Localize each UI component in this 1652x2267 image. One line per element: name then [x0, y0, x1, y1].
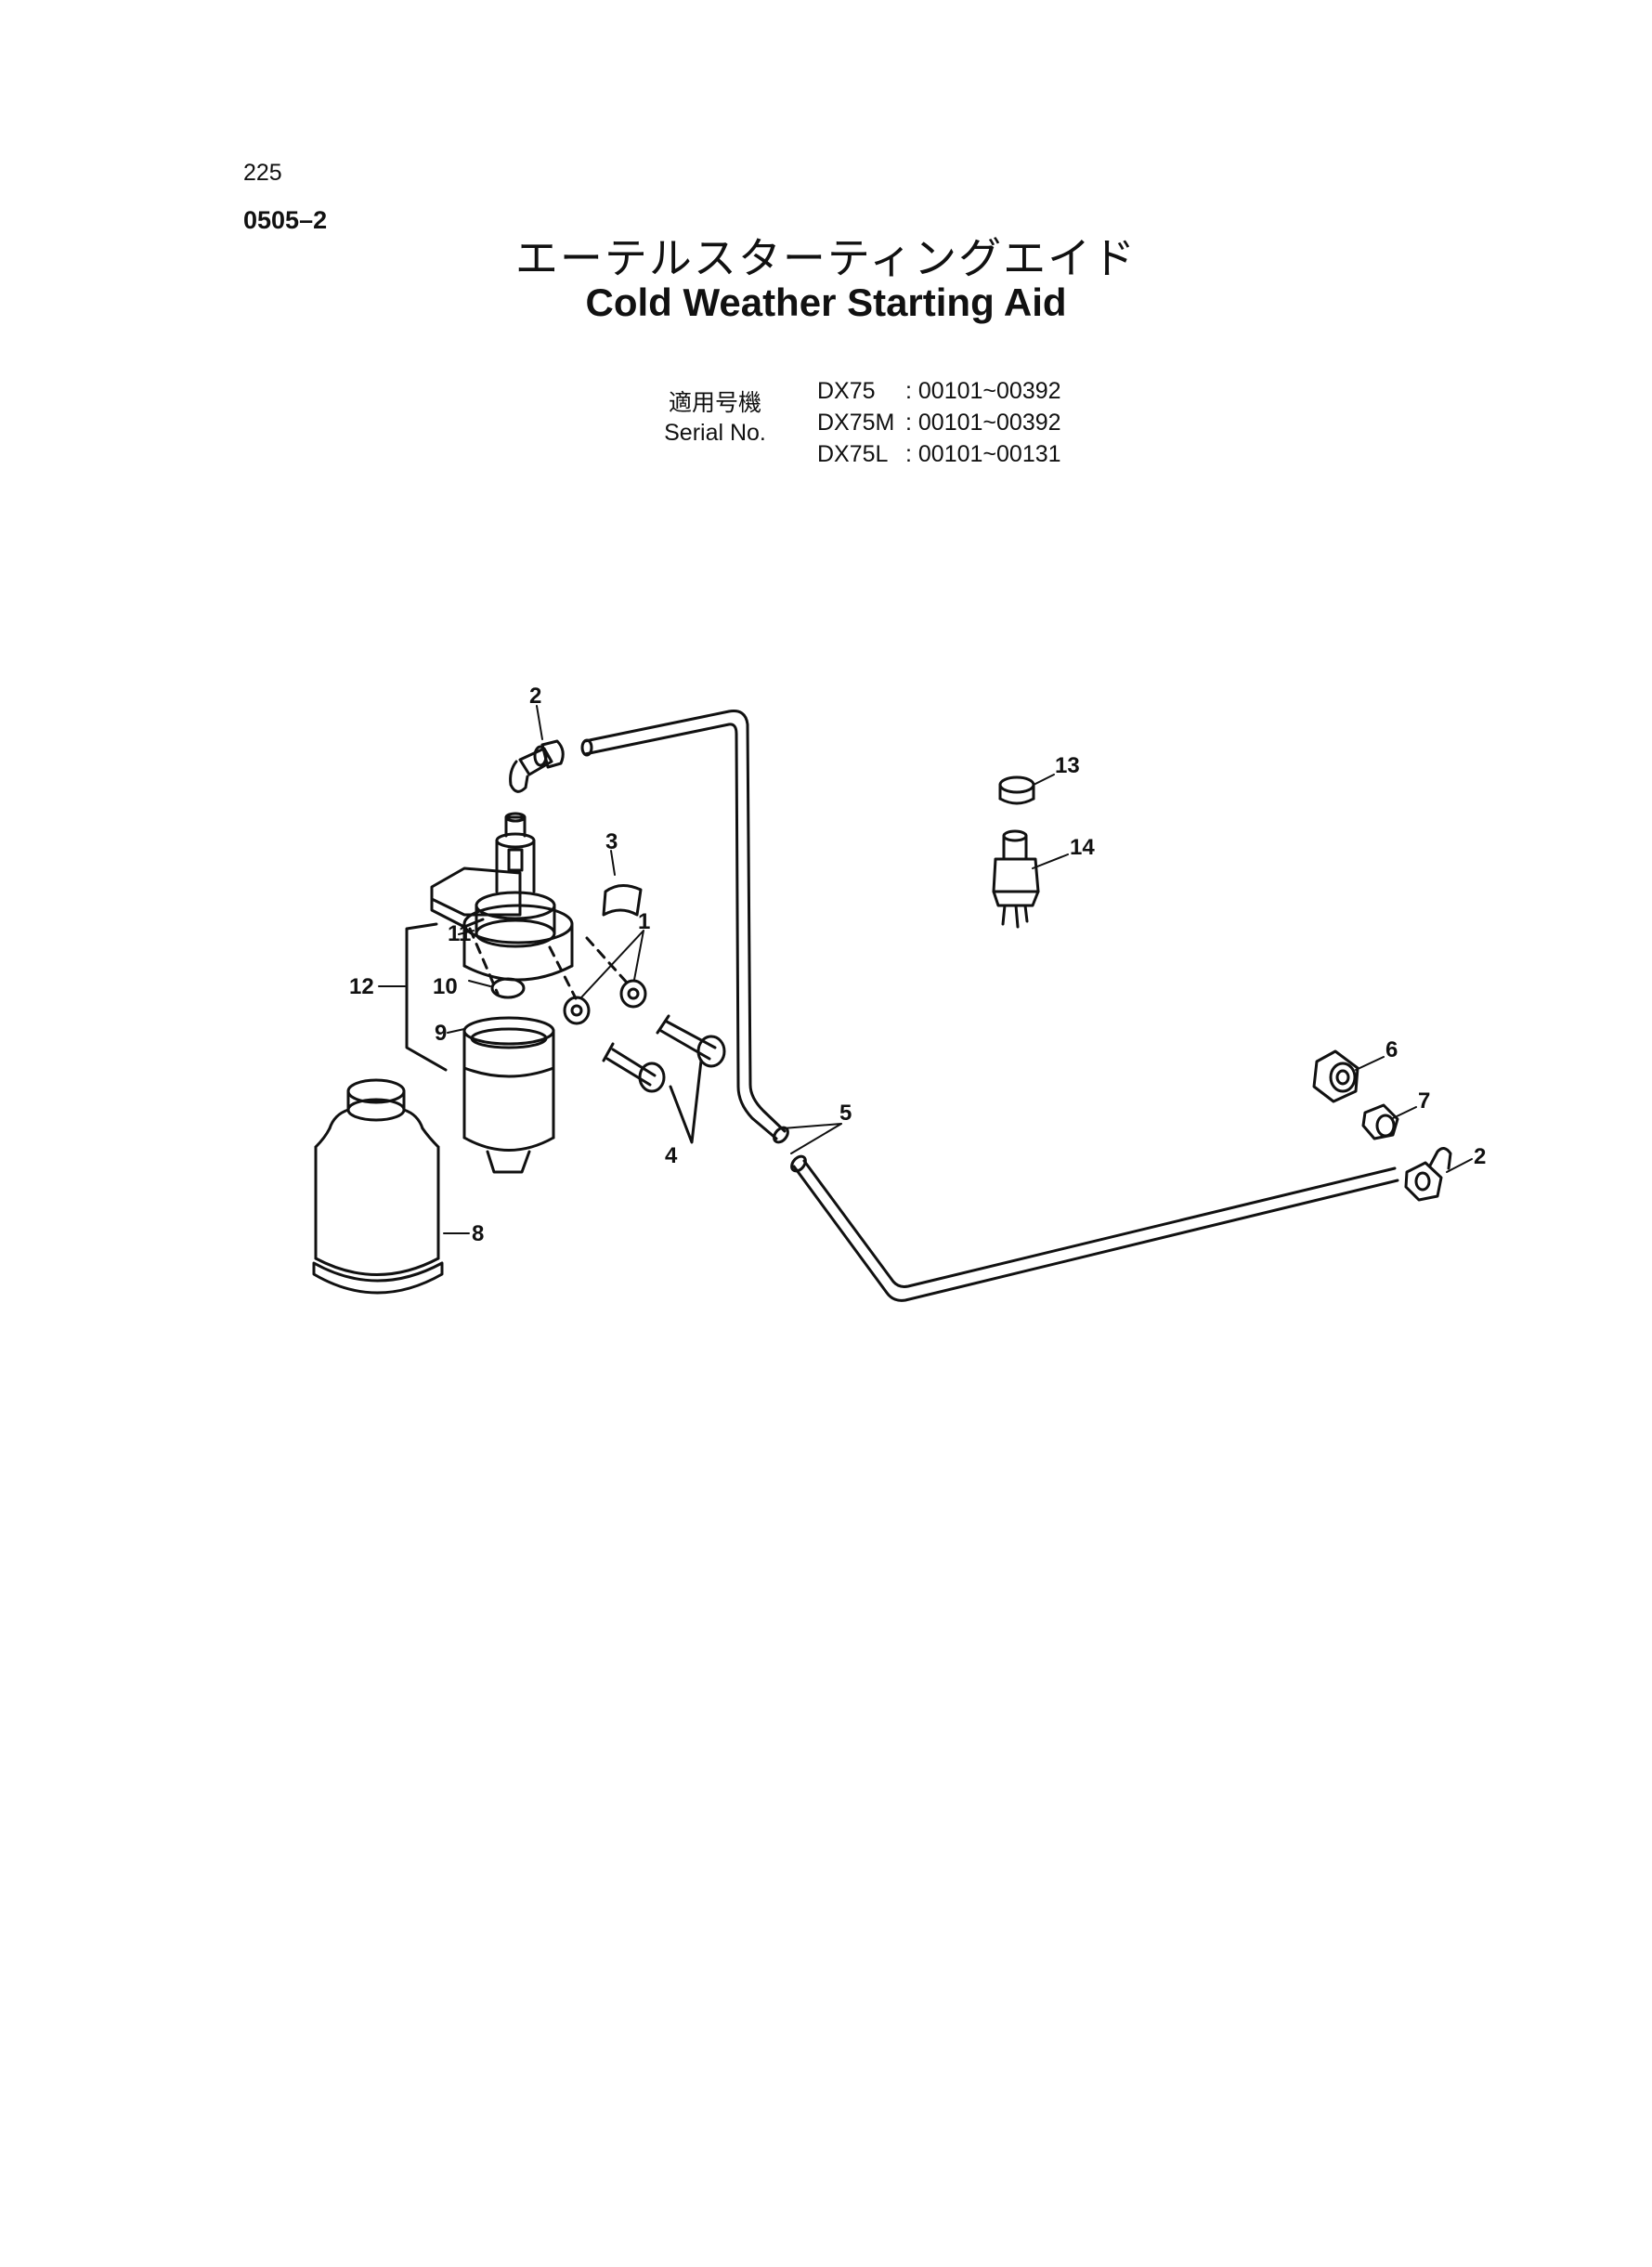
- section-code: 0505–2: [243, 206, 328, 234]
- callout-10: 10: [433, 974, 458, 999]
- elbow-connector-top: [509, 739, 565, 793]
- leader-11-1: [548, 945, 578, 1000]
- callout-9: 9: [435, 1021, 447, 1046]
- serial-model: DX75M: [817, 410, 895, 436]
- bolts: [602, 1014, 726, 1144]
- serial-row: DX75 : 00101~00392: [817, 375, 1061, 407]
- ether-canister: [312, 1078, 444, 1295]
- callout-2-top: 2: [529, 684, 541, 709]
- callout-2-right: 2: [1474, 1144, 1486, 1169]
- serial-list: DX75 : 00101~00392 DX75M : 00101~00392 D…: [817, 375, 1061, 470]
- leader-11-1b: [585, 936, 629, 984]
- nut-part-13: [998, 775, 1035, 805]
- switch-part-14: [992, 829, 1040, 929]
- callout-7: 7: [1418, 1088, 1430, 1114]
- page-number: 225: [243, 160, 282, 186]
- title-japanese: エーテルスターティングエイド: [514, 233, 1138, 283]
- callout-8: 8: [472, 1221, 484, 1246]
- callout-6: 6: [1385, 1037, 1398, 1062]
- title-english: Cold Weather Starting Aid: [585, 280, 1067, 324]
- washers: [563, 979, 647, 1025]
- elbow-connector-right: [1404, 1147, 1452, 1202]
- callout-12: 12: [349, 974, 374, 999]
- serial-label: 適用号機 Serial No.: [641, 388, 789, 448]
- callout-14: 14: [1070, 835, 1095, 860]
- callout-4: 4: [665, 1143, 678, 1168]
- callout-11: 11: [448, 921, 471, 946]
- serial-model: DX75: [817, 378, 876, 404]
- callout-3: 3: [605, 829, 618, 854]
- tube-lower: [790, 1154, 1399, 1302]
- serial-range: : 00101~00392: [905, 378, 1061, 404]
- adapter-part-6: [1312, 1049, 1359, 1103]
- valve-assembly: [430, 812, 574, 982]
- connector-part-7: [1361, 1103, 1399, 1140]
- serial-range: : 00101~00392: [905, 410, 1061, 436]
- o-ring: [490, 977, 526, 999]
- callout-13: 13: [1055, 753, 1080, 778]
- bracket-outline: [405, 922, 448, 1072]
- callout-5: 5: [839, 1101, 852, 1126]
- callout-1: 1: [638, 909, 650, 934]
- serial-label-jp: 適用号機: [668, 389, 761, 416]
- serial-row: DX75M : 00101~00392: [817, 407, 1061, 438]
- tube-upper: [580, 710, 789, 1144]
- serial-model: DX75L: [817, 441, 889, 467]
- serial-range: : 00101~00131: [905, 441, 1061, 467]
- serial-row: DX75L : 00101~00131: [817, 438, 1061, 470]
- filter-body: [462, 1016, 555, 1174]
- serial-label-en: Serial No.: [664, 420, 766, 446]
- leader-lines: [378, 705, 1473, 1234]
- gasket: [602, 884, 643, 917]
